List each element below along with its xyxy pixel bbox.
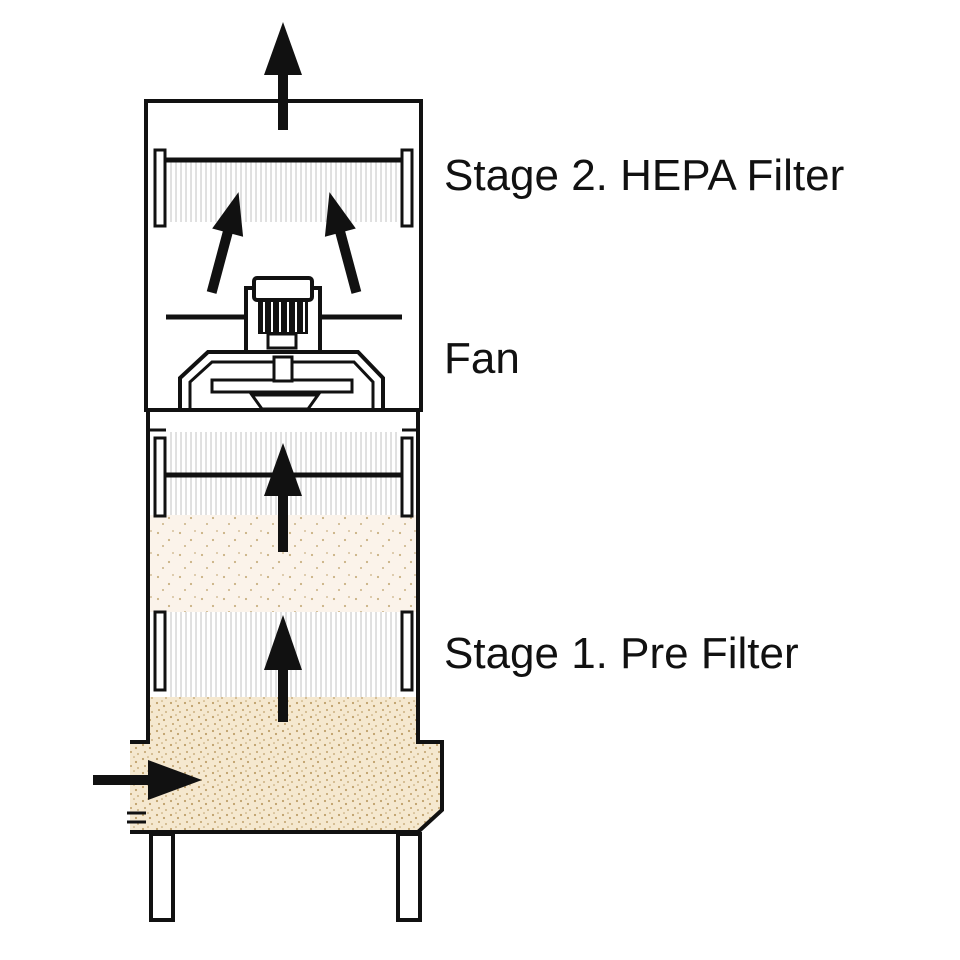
leg-right <box>396 832 422 922</box>
hepa-filter-bracket-right <box>400 148 414 228</box>
prefilter-bracket-right <box>400 610 414 692</box>
upper-prefilter-bracket-right <box>400 436 414 518</box>
hepa-filter-bracket-left <box>153 148 167 228</box>
airflow-left-diagonal-arrow <box>206 192 244 294</box>
airflow-lower-arrow <box>264 615 302 722</box>
airflow-mid-arrow <box>264 443 302 552</box>
airflow-right-diagonal-arrow <box>324 192 362 294</box>
airflow-intake-arrow <box>93 760 202 800</box>
prefilter-label: Stage 1. Pre Filter <box>444 629 799 678</box>
hepa-filter-media <box>168 160 400 222</box>
leg-left <box>149 832 175 922</box>
fan-label: Fan <box>444 334 520 383</box>
intake-zone-particles <box>130 697 442 832</box>
airflow-exit-arrow <box>264 22 302 130</box>
fan-assembly <box>166 276 402 411</box>
hepa-filter-label: Stage 2. HEPA Filter <box>444 151 845 200</box>
cabinet-lower-section <box>130 410 444 834</box>
prefilter-bracket-left <box>153 610 167 692</box>
upper-prefilter-bracket-left <box>153 436 167 518</box>
